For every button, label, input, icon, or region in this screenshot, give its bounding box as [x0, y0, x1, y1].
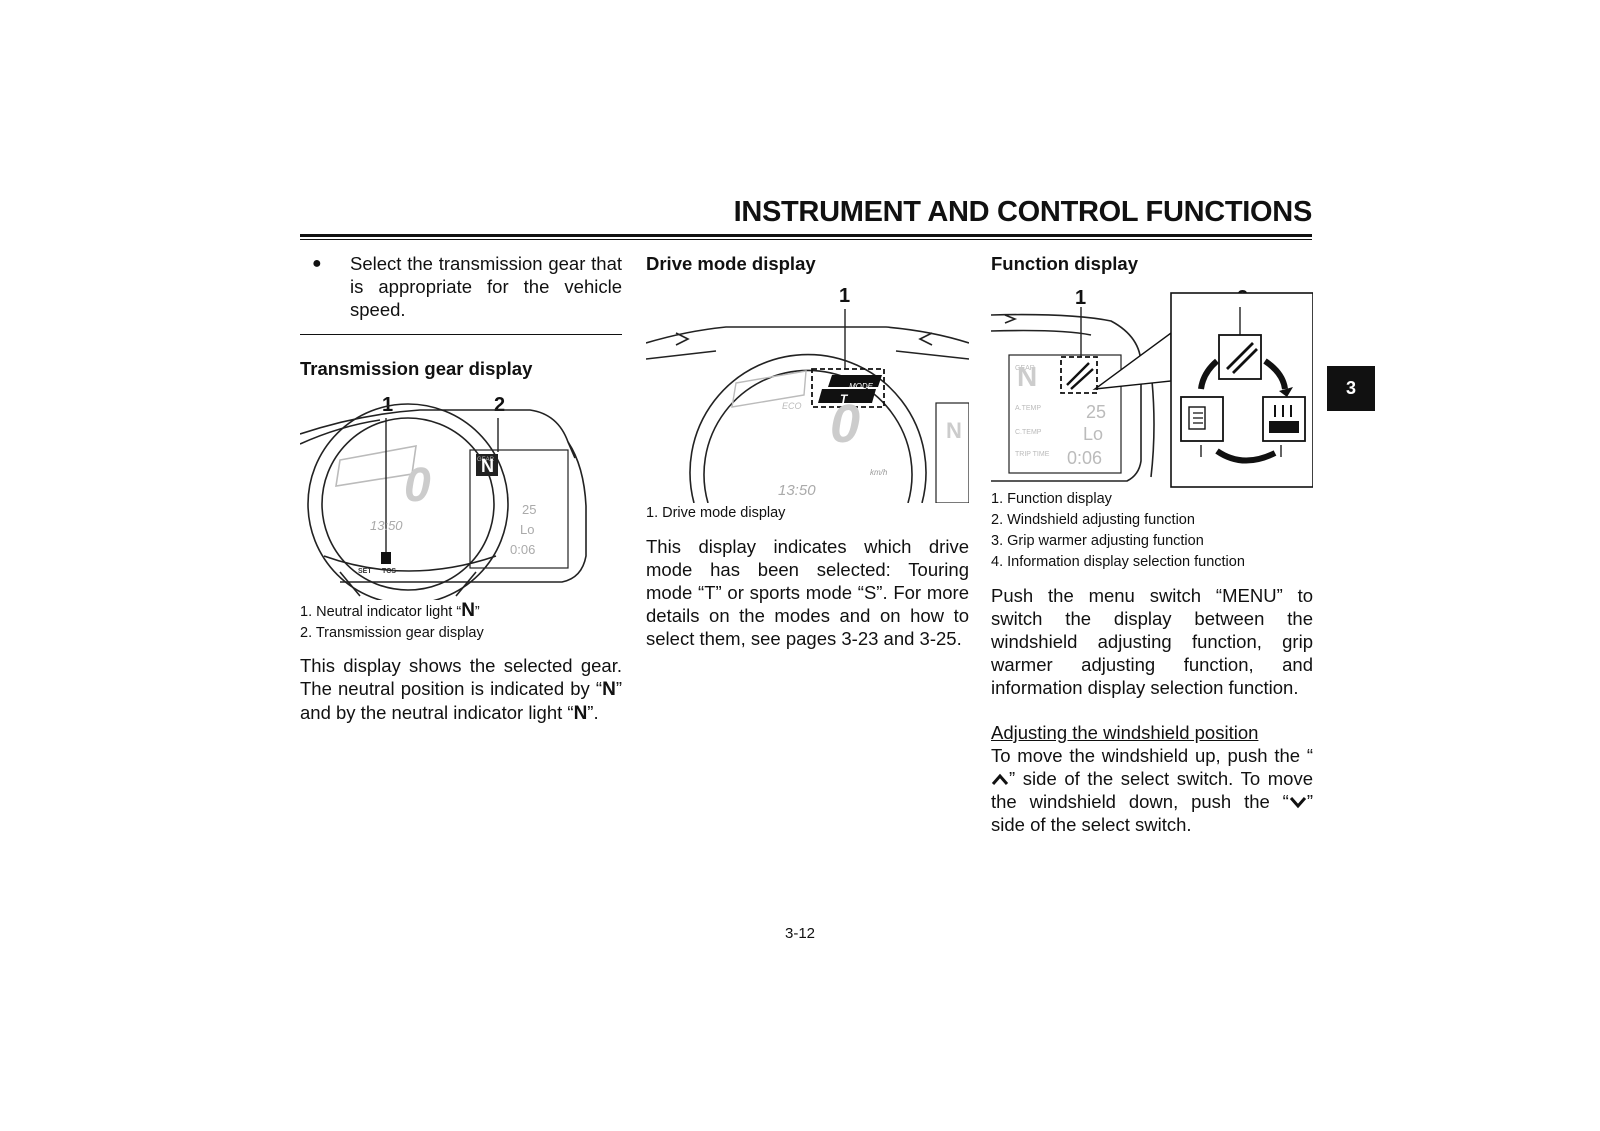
- column-function-display: Function display 1 2 3 4: [991, 252, 1313, 836]
- body-transmission: This display shows the selected gear. Th…: [300, 655, 622, 724]
- ambient-temp-label: A.TEMP: [1015, 405, 1042, 412]
- body-function-display: Push the menu switch “MENU” to switch th…: [991, 585, 1313, 698]
- caption-1: 1. Neutral indicator light “N”: [300, 600, 480, 621]
- drive-mode-illustration: [646, 309, 969, 503]
- caption-2: 2. Transmission gear display: [300, 625, 484, 641]
- caption-2: 2. Windshield adjusting function: [991, 512, 1195, 528]
- clock-digits: 13:50: [778, 482, 816, 499]
- value-25: 25: [1086, 402, 1107, 422]
- eco-indicator: ECO: [782, 401, 802, 411]
- caption-1: 1. Function display: [991, 491, 1112, 507]
- gear-label: GEAR: [477, 457, 495, 463]
- value-lo: Lo: [1083, 424, 1104, 444]
- gauge-illustration: [300, 403, 587, 600]
- header-rule-thick: [300, 234, 1312, 237]
- mode-label: MODE: [849, 382, 873, 391]
- figure-number-1: 1: [1075, 287, 1087, 309]
- body-windshield: To move the windshield up, push the “” s…: [991, 745, 1313, 835]
- section-divider: [300, 334, 622, 335]
- figure-number-2: 2: [494, 394, 506, 416]
- bullet-item: ● Select the transmission gear that is a…: [300, 252, 622, 321]
- subheading-windshield: Adjusting the windshield position: [991, 722, 1259, 743]
- mode-value: T: [840, 392, 848, 406]
- header-rule-thin: [300, 239, 1312, 240]
- heading-transmission-gear: Transmission gear display: [300, 358, 533, 379]
- speed-unit: km/h: [870, 468, 888, 477]
- speed-digit: 0: [404, 459, 431, 512]
- bullet-dot-icon: ●: [312, 255, 322, 272]
- figure-function-display: 1 2 3 4: [991, 285, 1313, 489]
- function-display-illustration: [991, 292, 1313, 488]
- chevron-up-icon: [991, 773, 1009, 785]
- neutral-n-glyph: N: [461, 600, 475, 621]
- page-number: 3-12: [784, 925, 816, 942]
- caption-drive-mode: 1. Drive mode display: [646, 505, 786, 521]
- column-drive-mode: Drive mode display 1 MODE T ECO 0 km/h 1…: [646, 252, 969, 650]
- coolant-temp-label: C.TEMP: [1015, 429, 1042, 436]
- value-time: 0:06: [510, 542, 536, 557]
- figure-transmission-gear: 1 2 GEAR N 25 Lo 0:06 0 13:50 S: [300, 386, 622, 600]
- gear-value: N: [1017, 361, 1038, 392]
- chapter-tab: 3: [1327, 366, 1375, 411]
- column-transmission: ● Select the transmission gear that is a…: [300, 252, 622, 725]
- page-title: INSTRUMENT AND CONTROL FUNCTIONS: [733, 196, 1313, 228]
- neutral-n-glyph: N: [573, 703, 588, 724]
- figure-drive-mode: 1 MODE T ECO 0 km/h 13:50 N: [646, 283, 969, 503]
- heading-function-display: Function display: [991, 253, 1138, 274]
- gear-label: GEAR: [1015, 365, 1035, 372]
- figure-number-1: 1: [382, 394, 394, 416]
- set-indicator: SET: [358, 568, 372, 575]
- value-lo: Lo: [520, 522, 535, 537]
- value-25: 25: [522, 502, 537, 517]
- caption-4: 4. Information display selection functio…: [991, 554, 1245, 570]
- chevron-down-icon: [1289, 797, 1306, 809]
- caption-3: 3. Grip warmer adjusting function: [991, 533, 1204, 549]
- trip-time-label: TRIP TIME: [1015, 451, 1050, 458]
- heading-drive-mode: Drive mode display: [646, 253, 816, 274]
- figure-number-1: 1: [839, 285, 851, 307]
- value-time: 0:06: [1067, 448, 1103, 468]
- body-drive-mode: This display indicates which drive mode …: [646, 536, 969, 649]
- bullet-text: Select the transmission gear that is app…: [350, 253, 622, 320]
- speed-digit: 0: [830, 394, 861, 454]
- gear-value: N: [481, 456, 494, 476]
- gear-value: N: [946, 418, 962, 443]
- neutral-n-glyph: N: [602, 679, 616, 700]
- tcs-indicator: TCS: [382, 568, 396, 575]
- clock-digits: 13:50: [370, 518, 403, 533]
